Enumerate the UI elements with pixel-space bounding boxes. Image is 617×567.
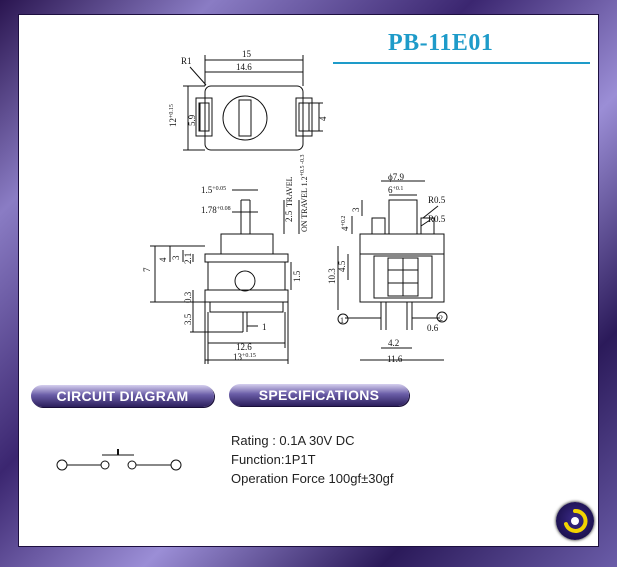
dim-2-1: 2.1 xyxy=(183,253,193,264)
dim-travel: TRAVEL xyxy=(285,176,294,207)
product-title: PB-11E01 xyxy=(388,30,494,56)
dim-6: 6+0.1 xyxy=(388,185,403,195)
dim-14-6: 14.6 xyxy=(236,62,252,72)
dim-0-3: 0.3 xyxy=(183,291,193,303)
dim-0-6: 0.6 xyxy=(427,323,439,333)
dim-1-5: 1.5+0.05 xyxy=(201,185,226,195)
dim-12-6: 12.6 xyxy=(236,342,252,352)
dim-3-5: 3.5 xyxy=(183,313,193,325)
dim-12: 12+0.15 xyxy=(168,104,178,127)
dim-r1: R1 xyxy=(181,56,192,66)
dim-on-travel: ON TRAVEL 1.2+0.5 -0.3 xyxy=(300,154,309,232)
dim-1-5b: 1.5 xyxy=(292,270,302,282)
dim-4-top: 4 xyxy=(318,116,328,121)
dim-phi-7-9: ϕ7.9 xyxy=(388,172,404,182)
dim-11-6: 11.6 xyxy=(387,354,403,364)
circuit-diagram-header: CIRCUIT DIAGRAM xyxy=(31,385,214,407)
spec-operation-force: Operation Force 100gf±30gf xyxy=(231,471,394,486)
dim-10-3: 10.3 xyxy=(327,268,337,284)
dim-1-78: 1.78+0.08 xyxy=(201,205,231,215)
pin-2-label: 2 xyxy=(439,314,443,323)
top-view xyxy=(183,55,323,151)
pin-1-label: 1 xyxy=(340,316,344,325)
circuit-symbol xyxy=(56,449,182,471)
dim-4-5: 4.5 xyxy=(337,260,347,272)
brand-logo xyxy=(556,502,594,540)
side-view xyxy=(337,180,448,361)
dim-r0-5b: R0.5 xyxy=(428,214,446,224)
dim-7: 7 xyxy=(142,267,152,272)
front-view xyxy=(150,189,300,364)
dim-1: 1 xyxy=(262,322,267,332)
dim-3-front: 3 xyxy=(171,255,181,260)
dim-4-side: 4+0.2 xyxy=(340,216,350,231)
swirl-icon xyxy=(564,509,588,533)
title-underline xyxy=(333,62,590,64)
dim-4-front: 4 xyxy=(158,257,168,262)
dim-5-9: 5.9 xyxy=(187,114,197,126)
dim-13: 13+0.15 xyxy=(233,352,256,362)
spec-rating: Rating : 0.1A 30V DC xyxy=(231,433,355,448)
dim-r0-5a: R0.5 xyxy=(428,195,446,205)
dim-2-5: 2.5 xyxy=(284,210,294,222)
dim-15: 15 xyxy=(242,49,252,59)
specifications-header: SPECIFICATIONS xyxy=(229,384,409,406)
dim-4-2: 4.2 xyxy=(388,338,399,348)
spec-function: Function:1P1T xyxy=(231,452,316,467)
dim-3-side: 3 xyxy=(351,207,361,212)
